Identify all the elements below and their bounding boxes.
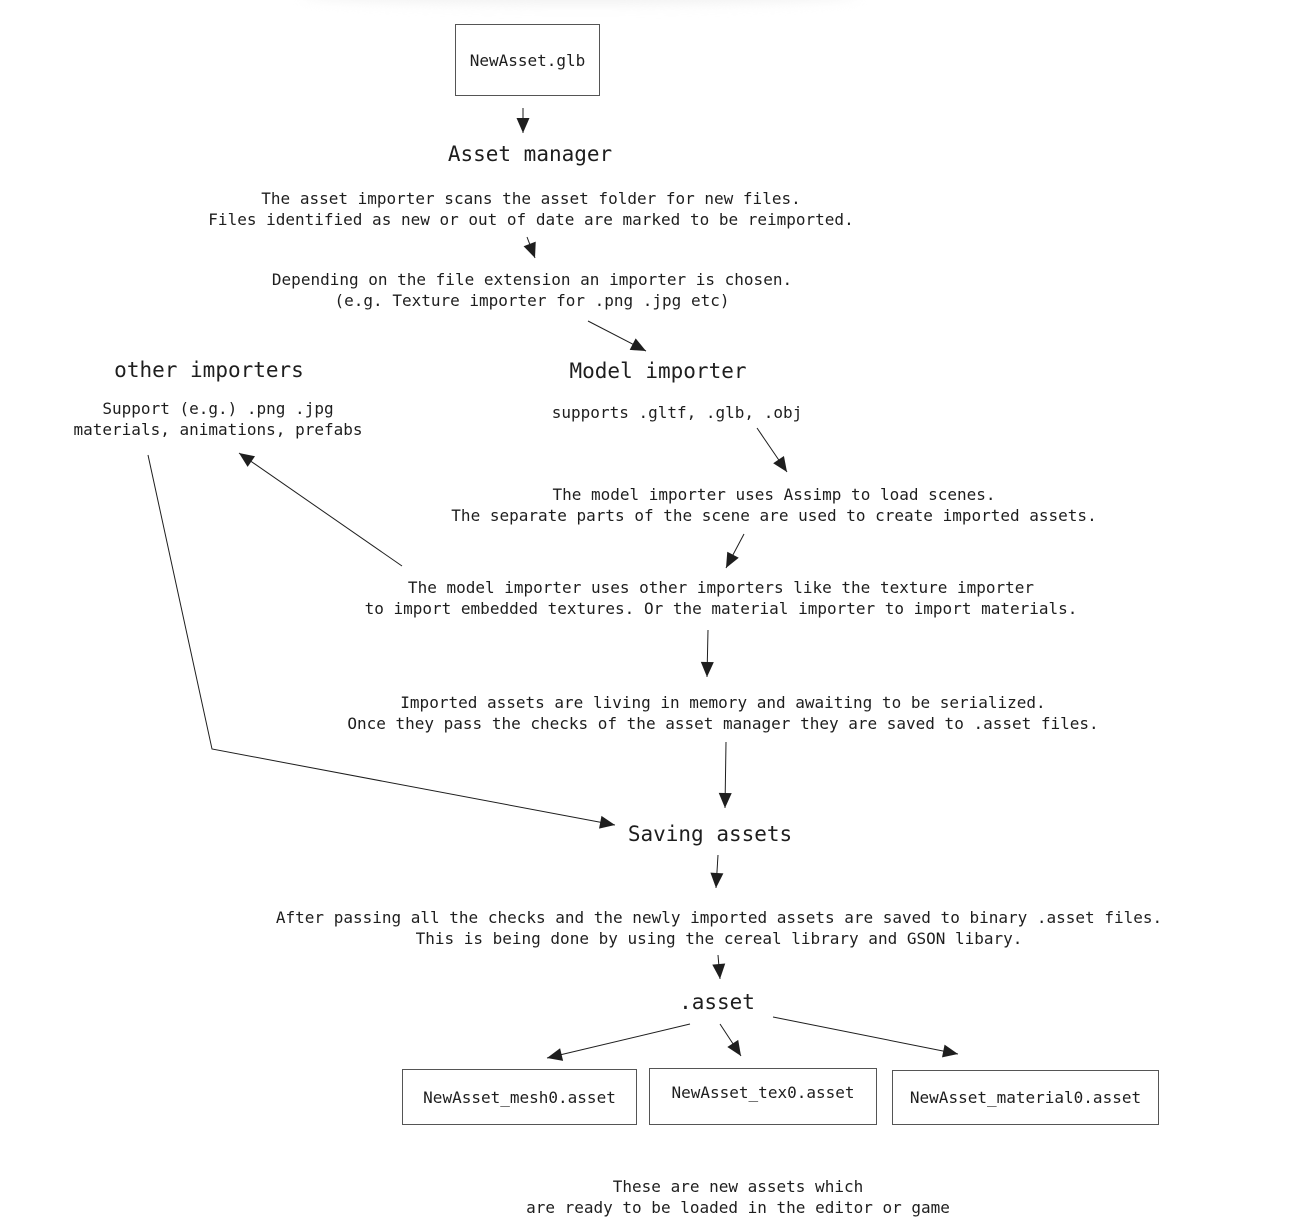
memory-line-2: Once they pass the checks of the asset m… (347, 714, 1099, 733)
arrow-asset-to-mesh (546, 1023, 691, 1061)
memory-line-1: Imported assets are living in memory and… (400, 693, 1046, 712)
other-importers-text: Support (e.g.) .png .jpg materials, anim… (74, 398, 363, 440)
importer-choice-line-1: Depending on the file extension an impor… (271, 270, 793, 289)
arrow-memory-to-saving-head (718, 792, 732, 808)
other-importers-usage-text: The model importer uses other importers … (365, 577, 1078, 619)
asset-manager-title: Asset manager (447, 142, 613, 166)
arrow-other-to-saving-head (599, 815, 615, 829)
importer-choice-text: Depending on the file extension an impor… (272, 269, 792, 311)
arrow-assimp-to-usage (725, 533, 745, 569)
output-texture-box: NewAsset_tex0.asset (649, 1068, 877, 1125)
input-file-box: NewAsset.glb (455, 24, 600, 96)
footer-line-1: These are new assets which (612, 1177, 864, 1196)
arrow-scan-to-choice (523, 236, 536, 259)
arrow-supports-to-assimp-head (773, 455, 787, 472)
input-file-label: NewAsset.glb (469, 50, 586, 70)
arrow-saving-to-text (710, 854, 724, 889)
output-material-box: NewAsset_material0.asset (892, 1070, 1159, 1125)
arrow-file-to-manager (516, 108, 530, 133)
arrow-usage-to-other-head (239, 453, 256, 467)
arrow-supports-to-assimp (756, 427, 788, 473)
saving-line-1: After passing all the checks and the new… (275, 908, 1163, 927)
arrow-asset-to-material (772, 1016, 959, 1058)
arrow-asset-to-tex (719, 1023, 742, 1057)
asset-scan-line-1: The asset importer scans the asset folde… (261, 189, 801, 208)
footer-text: These are new assets which are ready to … (526, 1176, 950, 1218)
arrow-file-to-manager-head (516, 118, 530, 133)
arrow-choice-to-model (587, 320, 647, 352)
asset-scan-line-2: Files identified as new or out of date a… (208, 210, 854, 229)
output-texture-label: NewAsset_tex0.asset (671, 1083, 855, 1102)
other-importers-usage-line-1: The model importer uses other importers … (407, 578, 1035, 597)
output-mesh-box: NewAsset_mesh0.asset (402, 1069, 637, 1125)
arrow-usage-to-memory (700, 629, 714, 678)
arrow-asset-to-tex-head (727, 1039, 741, 1056)
arrow-choice-to-model-head (629, 338, 646, 351)
arrow-text-to-asset-head (712, 963, 726, 979)
arrow-asset-to-mesh-head (547, 1048, 564, 1061)
asset-scan-text: The asset importer scans the asset folde… (208, 188, 853, 230)
other-importers-line-1: Support (e.g.) .png .jpg (102, 399, 334, 418)
model-importer-supports: supports .gltf, .glb, .obj (551, 403, 803, 422)
memory-text: Imported assets are living in memory and… (347, 692, 1098, 734)
other-importers-title: other importers (114, 358, 304, 382)
model-importer-title: Model importer (569, 359, 747, 383)
assimp-line-2: The separate parts of the scene are used… (451, 506, 1097, 525)
arrow-assimp-to-usage-head (726, 551, 739, 568)
asset-title: .asset (679, 990, 755, 1014)
importer-choice-line-2: (e.g. Texture importer for .png .jpg etc… (334, 291, 730, 310)
arrow-other-to-saving (147, 454, 616, 829)
arrow-text-to-asset (712, 954, 726, 980)
saving-assets-title: Saving assets (627, 822, 793, 846)
output-mesh-label: NewAsset_mesh0.asset (423, 1087, 616, 1107)
arrow-asset-to-material-head (942, 1044, 958, 1058)
arrow-scan-to-choice-head (523, 241, 536, 258)
other-importers-usage-line-2: to import embedded textures. Or the mate… (364, 599, 1078, 618)
arrow-saving-to-text-head (710, 872, 724, 888)
assimp-text: The model importer uses Assimp to load s… (451, 484, 1096, 526)
saving-line-2: This is being done by using the cereal l… (415, 929, 1023, 948)
top-shadow (300, 0, 860, 4)
arrow-memory-to-saving (718, 741, 732, 809)
arrow-usage-to-memory-head (700, 661, 714, 677)
saving-text: After passing all the checks and the new… (276, 907, 1162, 949)
other-importers-line-2: materials, animations, prefabs (73, 420, 363, 439)
output-material-label: NewAsset_material0.asset (909, 1088, 1142, 1107)
arrow-usage-to-other (238, 452, 403, 567)
assimp-line-1: The model importer uses Assimp to load s… (552, 485, 996, 504)
footer-line-2: are ready to be loaded in the editor or … (526, 1198, 950, 1217)
